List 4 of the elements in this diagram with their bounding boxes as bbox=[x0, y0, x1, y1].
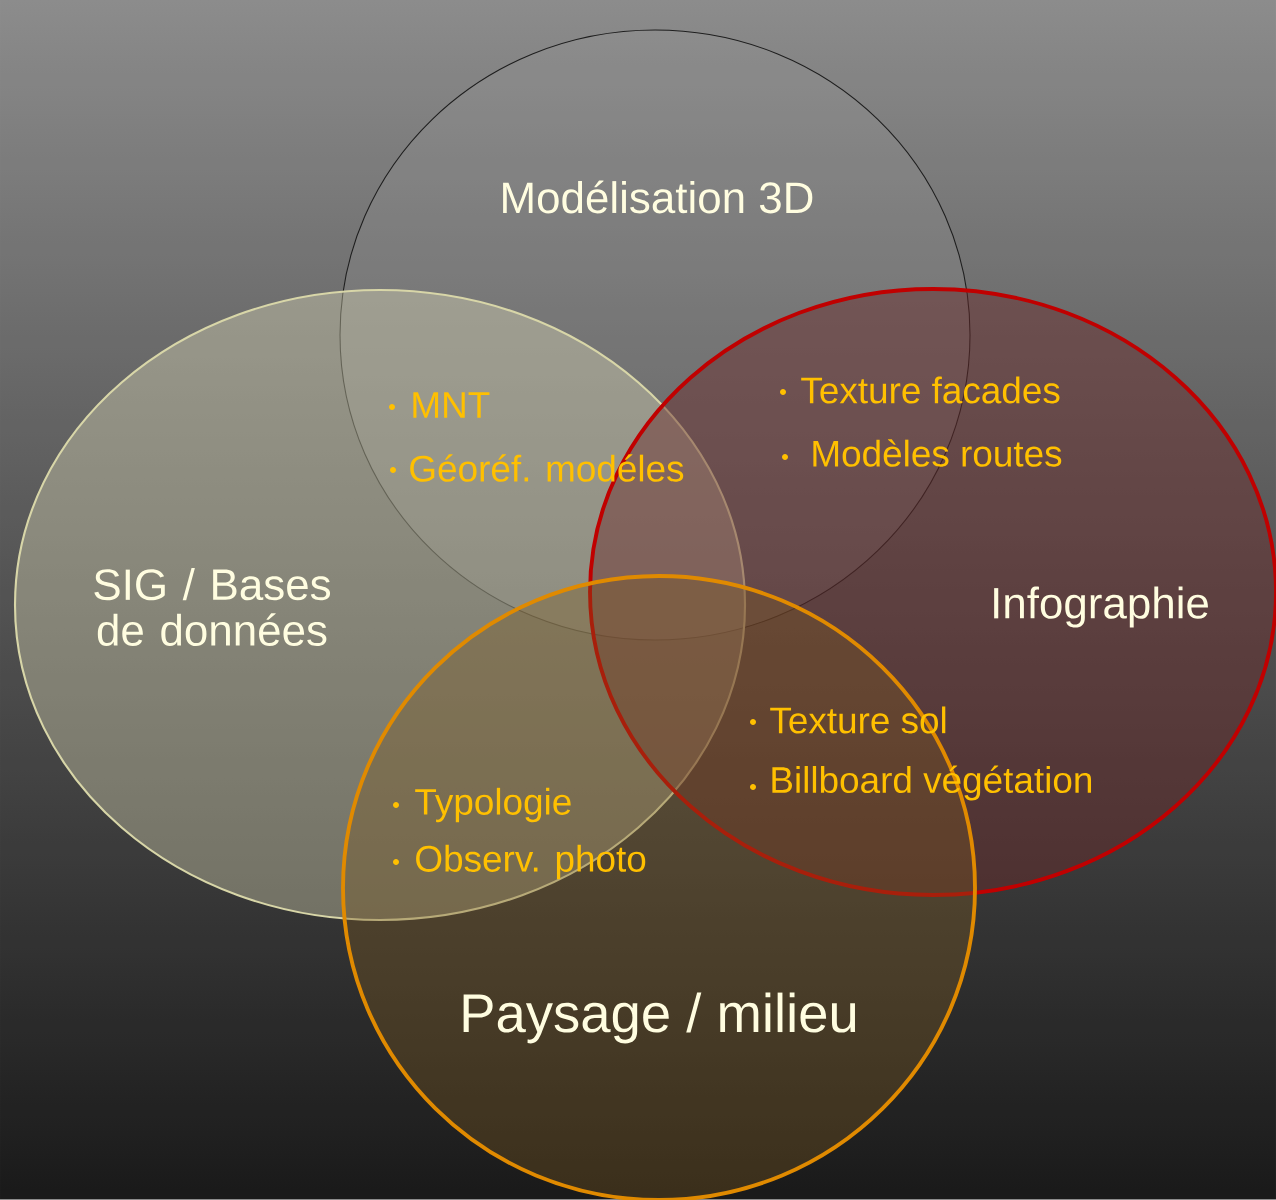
overlap-label: Typologie bbox=[415, 787, 571, 823]
overlap-label: Modèles routes bbox=[813, 439, 1062, 467]
overlap-label: Texture facades bbox=[801, 376, 1060, 404]
overlap-label: MNT bbox=[413, 392, 490, 418]
